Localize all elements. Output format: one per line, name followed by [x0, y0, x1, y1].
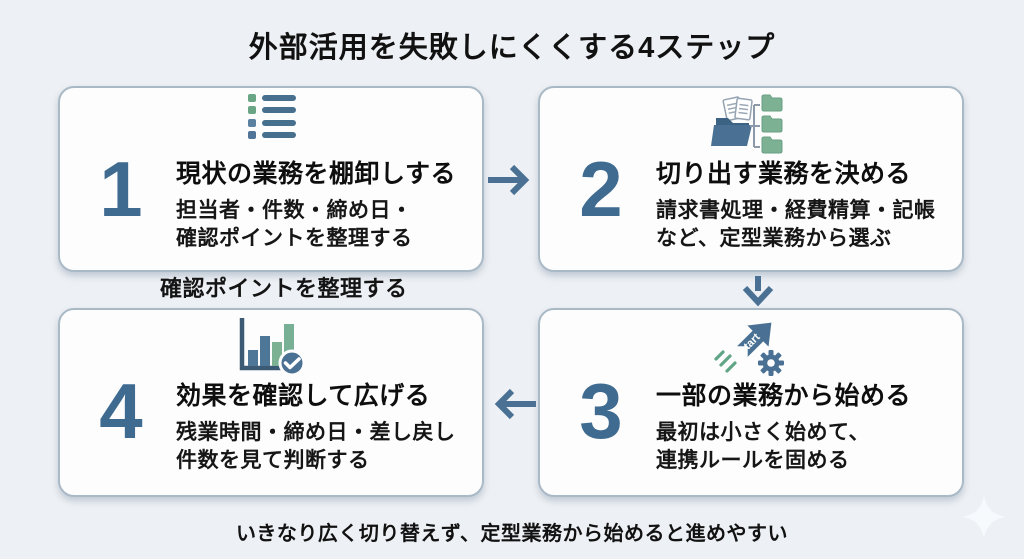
step-card-3: start 3 一部の業務から始める 最初は小さく始めて、 連携ルールを固める — [538, 308, 964, 497]
step-description: 残業時間・締め日・差し戻し 件数を見て判断する — [176, 421, 456, 472]
arrow-right-icon — [488, 164, 530, 196]
step-number: 3 — [579, 367, 623, 455]
step-description: 請求書処理・経費精算・記帳 など、定型業務から選ぶ — [656, 199, 936, 250]
step-title: 一部の業務から始める — [656, 382, 912, 410]
arrow-left-icon — [494, 388, 536, 420]
step-title: 現状の業務を棚卸しする — [176, 160, 457, 188]
step-card-2: 2 切り出す業務を決める 請求書処理・経費精算・記帳 など、定型業務から選ぶ — [538, 86, 964, 272]
step-number: 1 — [99, 145, 143, 233]
step-title: 効果を確認して広げる — [176, 382, 431, 410]
arrow-down-icon — [742, 276, 774, 307]
rocket-start-icon: start — [540, 315, 962, 376]
checklist-icon — [60, 93, 482, 153]
step-number: 4 — [99, 367, 143, 455]
footer-note: いきなり広く切り替えず、定型業務から始めると進めやすい — [235, 523, 789, 545]
step-title: 切り出す業務を決める — [656, 160, 912, 188]
overflow-text: 確認ポイントを整理する — [160, 276, 408, 301]
folder-branch-icon — [540, 93, 962, 154]
step-card-1: 1 現状の業務を棚卸しする 担当者・件数・締め日・ 確認ポイントを整理する — [58, 86, 484, 272]
page-title: 外部活用を失敗しにくくする4ステップ — [248, 32, 776, 64]
step-description: 担当者・件数・締め日・ 確認ポイントを整理する — [176, 199, 413, 250]
step-description: 最初は小さく始めて、 連携ルールを固める — [656, 421, 870, 472]
step-card-4: 4 効果を確認して広げる 残業時間・締め日・差し戻し 件数を見て判断する — [58, 308, 484, 497]
bar-chart-check-icon — [60, 315, 482, 377]
sparkle-icon — [962, 495, 1006, 539]
step-number: 2 — [579, 145, 623, 233]
